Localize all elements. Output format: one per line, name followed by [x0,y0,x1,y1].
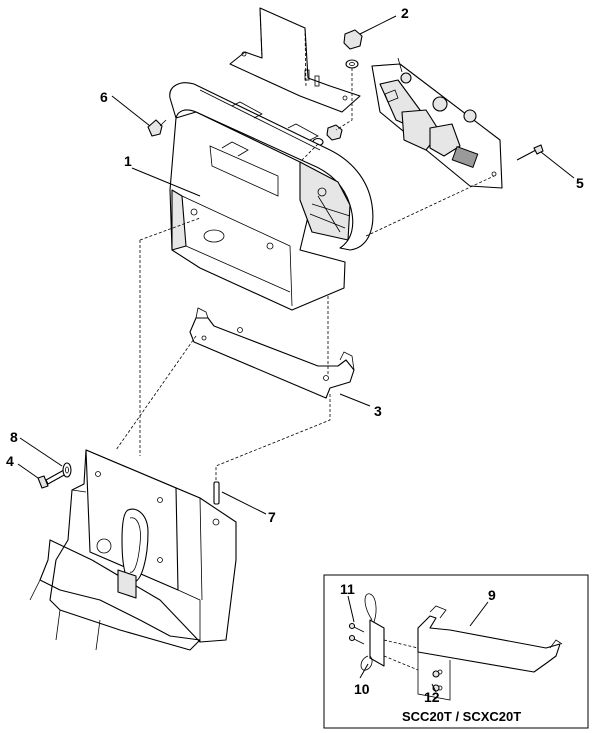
inset-clip-part-10 [360,593,385,671]
knob-screw-part-6 [147,119,167,137]
assembly-dashed-lines [115,68,495,482]
pin-part-7 [213,481,220,505]
inset-detail-box: 11 9 10 12 SCC20T / SCXC20T [323,574,589,729]
callout-6: 6 [100,89,108,105]
callout-9: 9 [488,587,496,603]
callout-numbers: 1 2 3 4 5 6 7 8 [6,5,584,525]
inset-screws-part-11 [348,622,365,645]
leader-lines [17,15,575,515]
callout-3: 3 [374,403,382,419]
bracket-plate-part-3 [189,307,355,399]
callout-12: 12 [424,689,440,705]
callout-1: 1 [124,153,132,169]
callout-5: 5 [576,175,584,191]
mounting-plate-part-2 [229,7,361,113]
base-pedestal [29,449,237,651]
callout-7: 7 [268,509,276,525]
callout-10: 10 [354,681,370,697]
inset-caption: SCC20T / SCXC20T [402,709,521,724]
handle-console-part-1 [169,82,374,311]
inset-bracket-part-9 [417,605,563,701]
callout-2: 2 [401,5,409,21]
callout-4: 4 [6,453,14,469]
nut-and-washer [312,29,363,147]
callout-11: 11 [340,581,355,597]
callout-8: 8 [10,429,18,445]
bolt-part-4 [37,469,67,489]
washer-part-8 [62,462,72,478]
screw-part-5 [516,144,544,161]
control-panel-assembly [371,57,503,189]
